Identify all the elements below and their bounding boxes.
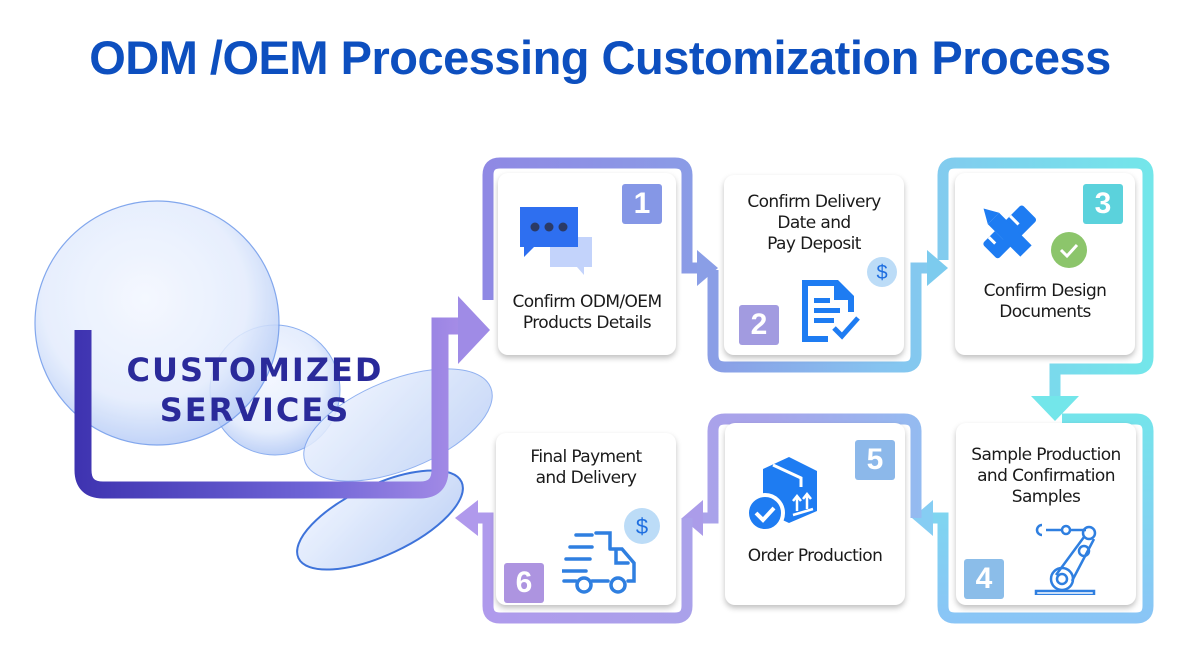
step-card-3: 3 Confirm Design Documents	[955, 173, 1135, 355]
step-label: Sample Production and Confirmation Sampl…	[971, 445, 1121, 507]
step-card-4: Sample Production and Confirmation Sampl…	[956, 423, 1136, 605]
step-badge: 1	[622, 184, 662, 224]
svg-text:$: $	[876, 262, 887, 284]
step-badge: 3	[1083, 184, 1123, 224]
delivery-truck-icon	[562, 531, 636, 594]
step-label: Confirm ODM/OEM Products Details	[512, 292, 662, 333]
arrow-into-step-3	[927, 250, 948, 286]
step-card-5: 5 Order Production	[725, 423, 905, 605]
arrow-into-step-4	[1031, 396, 1079, 421]
step-card-2: Confirm Delivery Date and Pay Deposit $ …	[724, 175, 904, 355]
robot-arm-icon	[1034, 523, 1097, 595]
arrow-into-step-1	[458, 296, 490, 364]
flow-path-steps-1-2	[482, 157, 700, 300]
svg-text:$: $	[636, 514, 648, 539]
arrow-return	[455, 500, 478, 536]
step-badge: 5	[855, 440, 895, 480]
flow-path-start	[74, 317, 465, 499]
flow-path-step-3	[937, 157, 1154, 398]
document-check-icon	[802, 280, 860, 342]
center-label: CUSTOMIZED SERVICES	[126, 351, 384, 429]
flow-path-step-5	[700, 413, 922, 524]
dollar-circle-icon: $	[867, 257, 897, 287]
step-card-1: 1 Confirm ODM/OEM Products Details	[498, 173, 676, 355]
package-check-icon	[745, 457, 817, 533]
step-label: Confirm Delivery Date and Pay Deposit	[747, 192, 881, 254]
step-badge: 4	[964, 559, 1004, 599]
flow-path-step-4	[930, 413, 1154, 624]
ruler-pencil-icon	[983, 205, 1087, 268]
page-title: ODM /OEM Processing Customization Proces…	[89, 31, 1111, 84]
step-label: Order Production	[747, 546, 883, 566]
chat-bubbles-icon	[520, 207, 592, 275]
step-label: Final Payment and Delivery	[530, 447, 642, 488]
step-badge: 6	[504, 563, 544, 603]
step-label: Confirm Design Documents	[983, 281, 1107, 322]
flow-path-step-6	[475, 512, 693, 624]
arrow-into-step-2	[697, 250, 718, 286]
step-badge: 2	[739, 305, 779, 345]
step-card-6: Final Payment and Delivery $ 6	[496, 433, 676, 605]
dollar-circle-icon: $	[624, 508, 660, 544]
arrow-into-step-5	[912, 500, 933, 536]
